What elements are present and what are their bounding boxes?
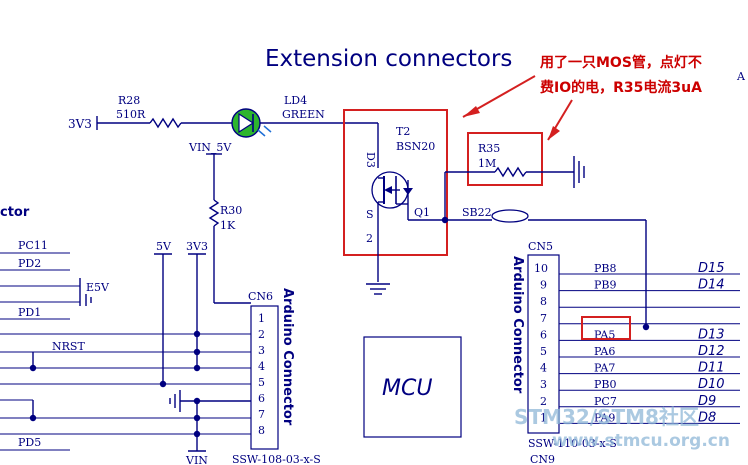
svg-text:3: 3 (258, 344, 265, 357)
svg-text:8: 8 (258, 424, 265, 437)
r28-ref: R28 (118, 94, 140, 107)
net-label-pd5: PD5 (18, 436, 41, 449)
cn5-label: Arduino Connector (510, 256, 525, 394)
led-ld4-icon (231, 108, 272, 138)
watermark-line2: www.stmcu.org.cn (552, 431, 730, 451)
r35-value: 1M (478, 157, 496, 170)
resistor-r30 (208, 199, 220, 227)
t2-pin-d: D3 (364, 152, 377, 168)
annotation-tail: A (736, 70, 746, 83)
cn9-ref: CN9 (530, 453, 555, 465)
cn5-arduino-label: D8 (698, 410, 716, 425)
r28-value: 510R (116, 108, 146, 121)
svg-text:6: 6 (258, 392, 265, 405)
sb22-ref: SB22 (462, 206, 492, 219)
t2-part: BSN20 (396, 140, 435, 153)
net-label-pc11: PC11 (18, 239, 48, 252)
net-label-nrst: NRST (52, 340, 85, 353)
mcu-block (363, 336, 462, 438)
cn5-net-label: PB0 (594, 378, 616, 391)
cn5-arduino-label: D12 (698, 344, 725, 359)
t2-pin-s: S (366, 208, 374, 221)
cn5-pin-5: 5 (540, 345, 547, 358)
cn5-pin-10: 10 (534, 262, 548, 275)
cn5-arduino-label: D13 (698, 327, 725, 342)
cn5-arduino-label: D11 (698, 361, 725, 376)
t2-ref: T2 (396, 125, 410, 138)
mcu-label: MCU (382, 376, 432, 401)
arrowhead-r35 (548, 126, 560, 140)
cn5-pin-3: 3 (540, 378, 547, 391)
ld4-color: GREEN (282, 108, 325, 121)
net-label-3v3: 3V3 (68, 117, 92, 131)
cn5-pin-7: 7 (540, 312, 547, 325)
resistor-r35 (494, 166, 527, 178)
cn5-part: SSW-110-03-x-S (528, 437, 617, 450)
cn5-pin-2: 2 (540, 395, 547, 408)
resistor-r28 (149, 117, 182, 129)
ground-r35-icon (573, 156, 585, 188)
cn5-arduino-label: D15 (698, 261, 725, 276)
svg-text:1: 1 (258, 312, 265, 325)
cn5-pin-8: 8 (540, 295, 547, 308)
connector-cn6-body (250, 305, 279, 450)
mosfet-highlight-box (343, 109, 448, 256)
cn6-label: Arduino Connector (280, 288, 295, 426)
ld4-ref: LD4 (284, 94, 307, 107)
net-label-vin-5v: VIN_5V (188, 141, 232, 154)
svg-text:5: 5 (258, 376, 265, 389)
cn5-net-label: PA6 (594, 345, 615, 358)
svg-text:2: 2 (258, 328, 265, 341)
svg-text:4: 4 (258, 360, 265, 373)
cn5-arduino-label: D9 (698, 394, 716, 409)
arrowhead-mosfet (463, 106, 480, 117)
r30-value: 1K (220, 219, 236, 232)
mosfet-t2-icon (371, 171, 413, 220)
page-title: Extension connectors (265, 46, 512, 72)
cn6-pin-numbers: 1 2 3 4 5 6 7 8 (258, 312, 265, 437)
cn5-pin-4: 4 (540, 362, 547, 375)
net-label-pd2: PD2 (18, 257, 41, 270)
ground-t2-icon (366, 283, 390, 295)
t2-pin-2: 2 (366, 232, 373, 245)
power-label-3v3: 3V3 (186, 240, 208, 253)
solder-bridge-sb22-icon (491, 209, 529, 223)
cn6-part: SSW-108-03-x-S (232, 453, 321, 465)
cn6-ref: CN6 (248, 290, 273, 303)
net-label-e5v: E5V (86, 281, 110, 294)
cn5-pin-9: 9 (540, 279, 547, 292)
cn5-arduino-label: D14 (698, 278, 725, 293)
left-edge-title: ctor (0, 205, 30, 220)
cn5-net-label: PC7 (594, 395, 617, 408)
ground-cn6-icon (169, 390, 181, 412)
cn5-net-label: PB8 (594, 262, 616, 275)
e5v-cap-icon (79, 278, 92, 306)
svg-text:7: 7 (258, 408, 265, 421)
annotation-line2: 费IO的电，R35电流3uA (540, 79, 702, 96)
t2-q1: Q1 (414, 206, 430, 219)
cn5-arduino-label: D10 (698, 377, 725, 392)
cn5-pin-6: 6 (540, 328, 547, 341)
cn5-net-label: PA7 (594, 362, 615, 375)
watermark-line1: STM32/STM8社区 (514, 405, 699, 429)
r35-highlight-box (467, 132, 543, 186)
cn5-net-label: PB9 (594, 279, 616, 292)
net-label-pd1: PD1 (18, 306, 41, 319)
annotation-line1: 用了一只MOS管，点灯不 (540, 54, 702, 71)
power-label-5v: 5V (156, 240, 172, 253)
r35-ref: R35 (478, 142, 500, 155)
cn5-net-label: PA9 (594, 411, 615, 424)
power-label-vin: VIN (185, 454, 208, 465)
pa5-highlight-box (581, 316, 631, 340)
connector-cn5-body (527, 254, 560, 434)
r30-ref: R30 (220, 204, 242, 217)
cn5-ref: CN5 (528, 240, 553, 253)
cn5-pin-1: 1 (540, 411, 547, 424)
